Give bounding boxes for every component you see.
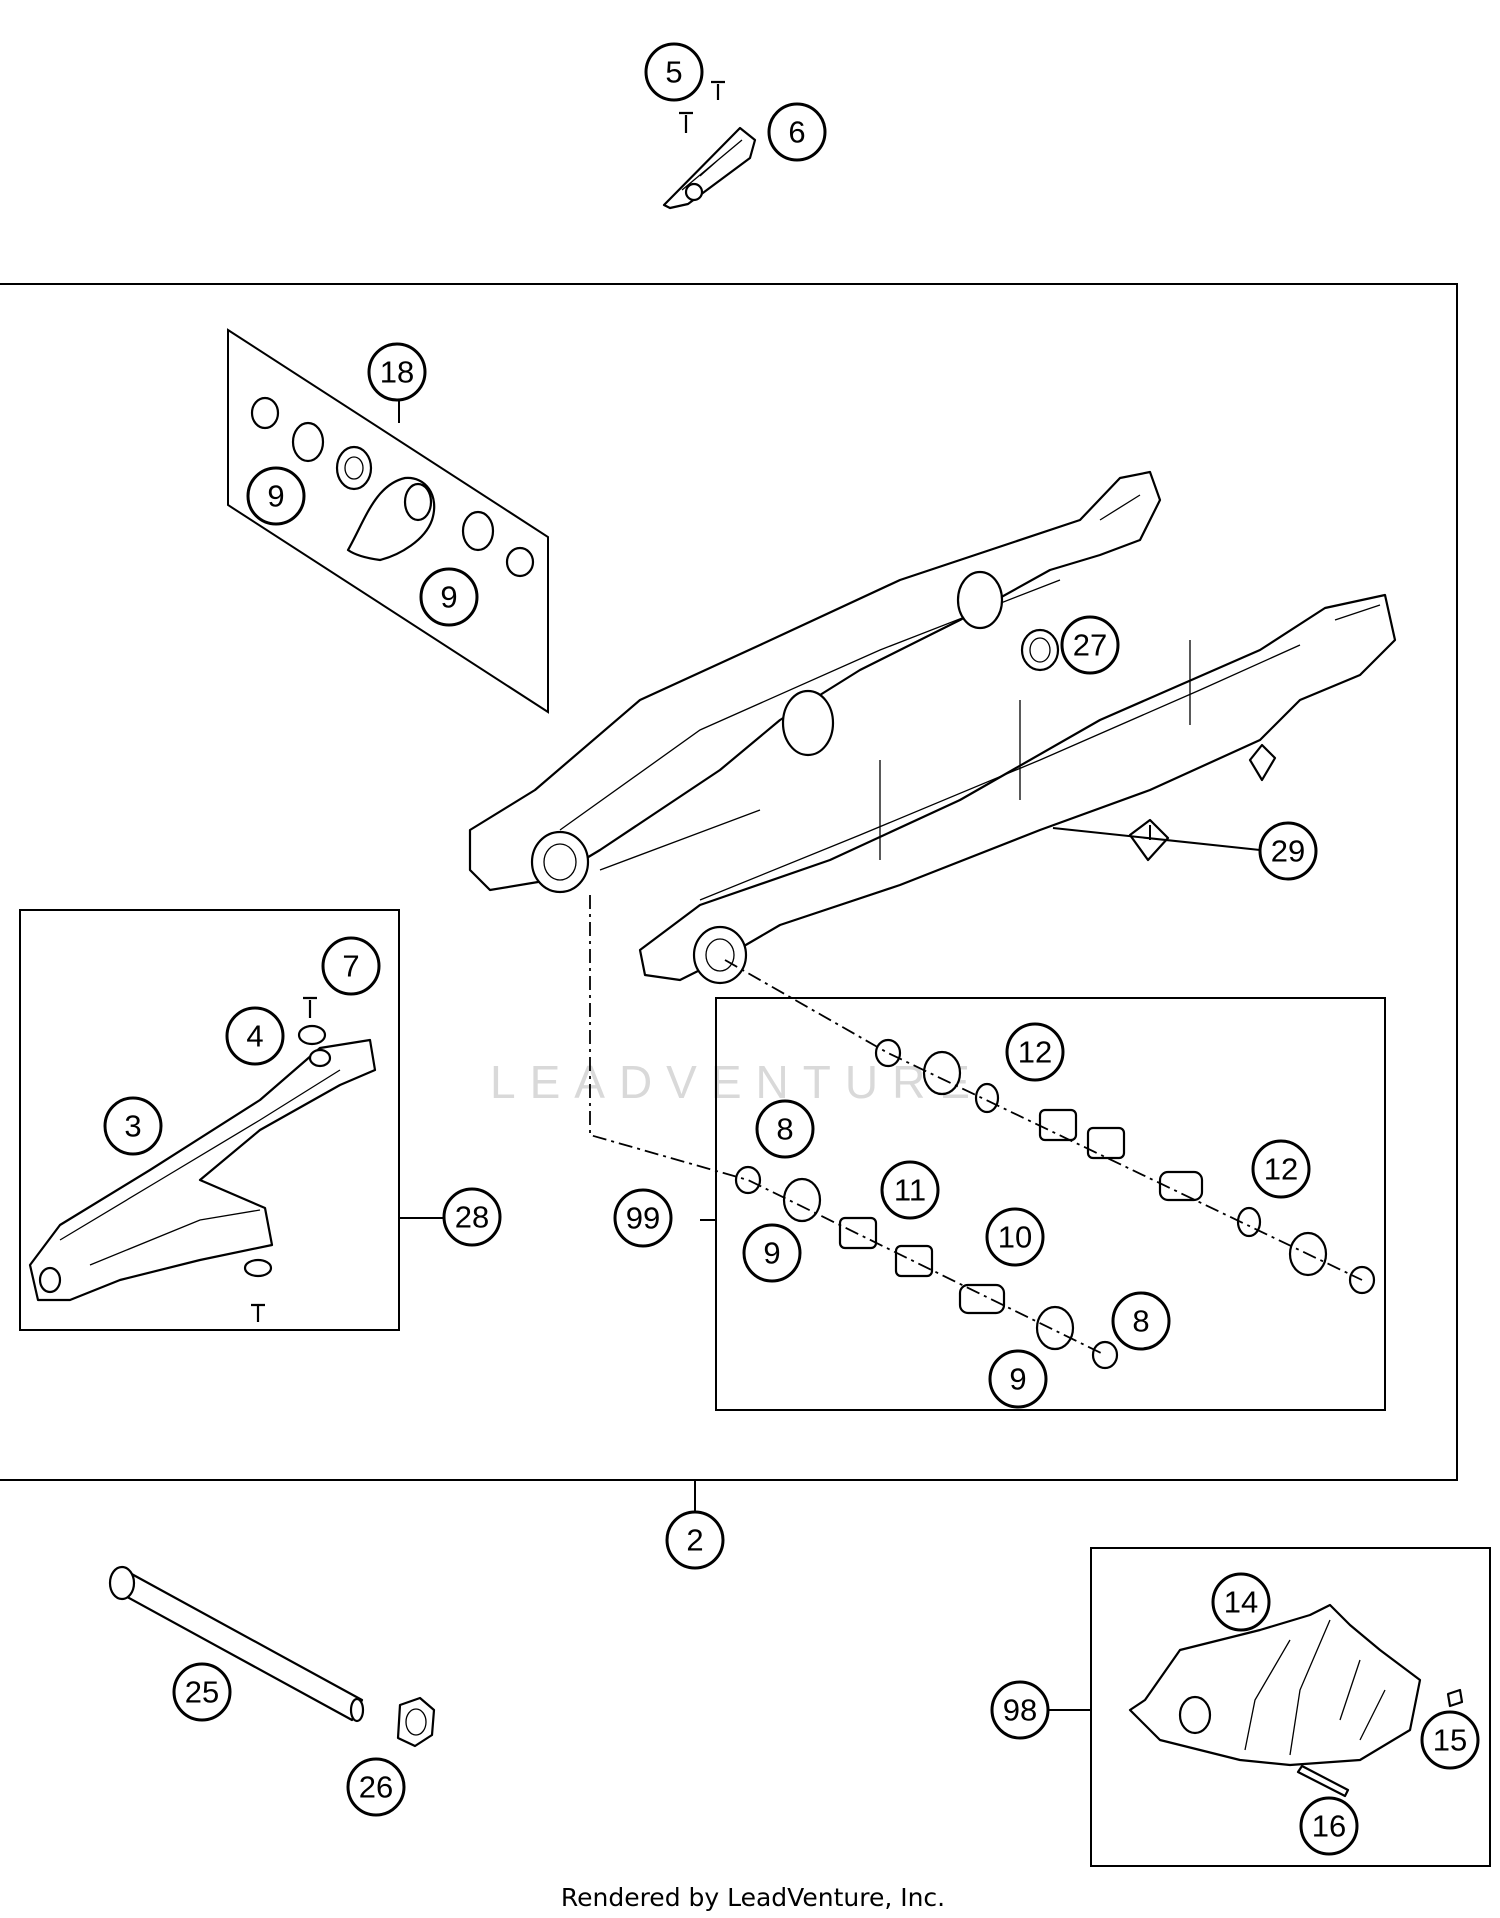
callout-9-upper: 9 (246, 466, 306, 526)
callout-18: 18 (367, 342, 427, 402)
callout-2: 2 (665, 1510, 725, 1570)
callout-3: 3 (103, 1096, 163, 1156)
pivot-bearing-parts (589, 895, 1376, 1370)
svg-text:9: 9 (763, 1236, 780, 1271)
svg-text:7: 7 (342, 949, 359, 984)
svg-text:18: 18 (380, 355, 414, 390)
chain-slider-assembly-part (1128, 1603, 1464, 1798)
svg-text:99: 99 (626, 1201, 660, 1236)
bearing-kit-parts (250, 396, 535, 578)
chain-guide-part (28, 996, 377, 1322)
callout-15: 15 (1420, 1710, 1480, 1770)
callout-5: 5 (644, 42, 704, 102)
callout-98: 98 (990, 1680, 1050, 1740)
swingarm-part (468, 470, 1397, 985)
svg-text:8: 8 (1132, 1304, 1149, 1339)
callout-12-lower: 12 (1251, 1139, 1311, 1199)
svg-text:9: 9 (267, 479, 284, 514)
callout-26: 26 (346, 1757, 406, 1817)
callout-8-upper: 8 (755, 1099, 815, 1159)
callout-99: 99 (613, 1188, 673, 1248)
callout-9-left: 9 (742, 1223, 802, 1283)
callout-27: 27 (1060, 615, 1120, 675)
chain-slider-kit-box (1090, 1547, 1491, 1867)
callout-10: 10 (985, 1207, 1045, 1267)
leader-lines (398, 400, 1261, 1711)
svg-text:2: 2 (686, 1523, 703, 1558)
watermark: LEADVENTURE (490, 1056, 984, 1108)
svg-text:5: 5 (665, 55, 682, 90)
callout-12-upper: 12 (1005, 1022, 1065, 1082)
callout-4: 4 (225, 1006, 285, 1066)
callout-28: 28 (442, 1187, 502, 1247)
svg-text:8: 8 (776, 1112, 793, 1147)
callout-25: 25 (172, 1662, 232, 1722)
callout-16: 16 (1299, 1796, 1359, 1856)
svg-text:28: 28 (455, 1200, 489, 1235)
svg-text:98: 98 (1003, 1693, 1037, 1728)
svg-text:29: 29 (1271, 834, 1305, 869)
svg-text:3: 3 (124, 1109, 141, 1144)
svg-text:9: 9 (1009, 1362, 1026, 1397)
svg-text:6: 6 (788, 115, 805, 150)
svg-text:15: 15 (1433, 1723, 1467, 1758)
callout-9-kit: 9 (419, 567, 479, 627)
swingarm-assembly-box (0, 283, 1458, 1481)
bearing-kit-box (227, 328, 549, 714)
callout-11: 11 (880, 1160, 940, 1220)
svg-text:4: 4 (246, 1019, 263, 1054)
pivot-bearing-kit-box (715, 997, 1386, 1411)
callout-14: 14 (1211, 1572, 1271, 1632)
svg-text:16: 16 (1312, 1809, 1346, 1844)
svg-text:10: 10 (998, 1220, 1032, 1255)
svg-text:9: 9 (440, 580, 457, 615)
svg-text:26: 26 (359, 1770, 393, 1805)
callout-8-lower: 8 (1111, 1291, 1171, 1351)
chain-guide-kit-box (19, 909, 400, 1331)
svg-text:12: 12 (1018, 1035, 1052, 1070)
callout-6: 6 (767, 102, 827, 162)
svg-text:14: 14 (1224, 1585, 1258, 1620)
callout-29: 29 (1258, 821, 1318, 881)
callout-9-lower: 9 (988, 1349, 1048, 1409)
svg-text:25: 25 (185, 1675, 219, 1710)
footer-credit: Rendered by LeadVenture, Inc. (561, 1883, 945, 1912)
svg-text:11: 11 (894, 1173, 926, 1208)
svg-text:27: 27 (1073, 628, 1107, 663)
callout-7: 7 (321, 936, 381, 996)
axle-part (108, 1565, 436, 1748)
svg-text:12: 12 (1264, 1152, 1298, 1187)
chain-slider-part (662, 80, 757, 210)
